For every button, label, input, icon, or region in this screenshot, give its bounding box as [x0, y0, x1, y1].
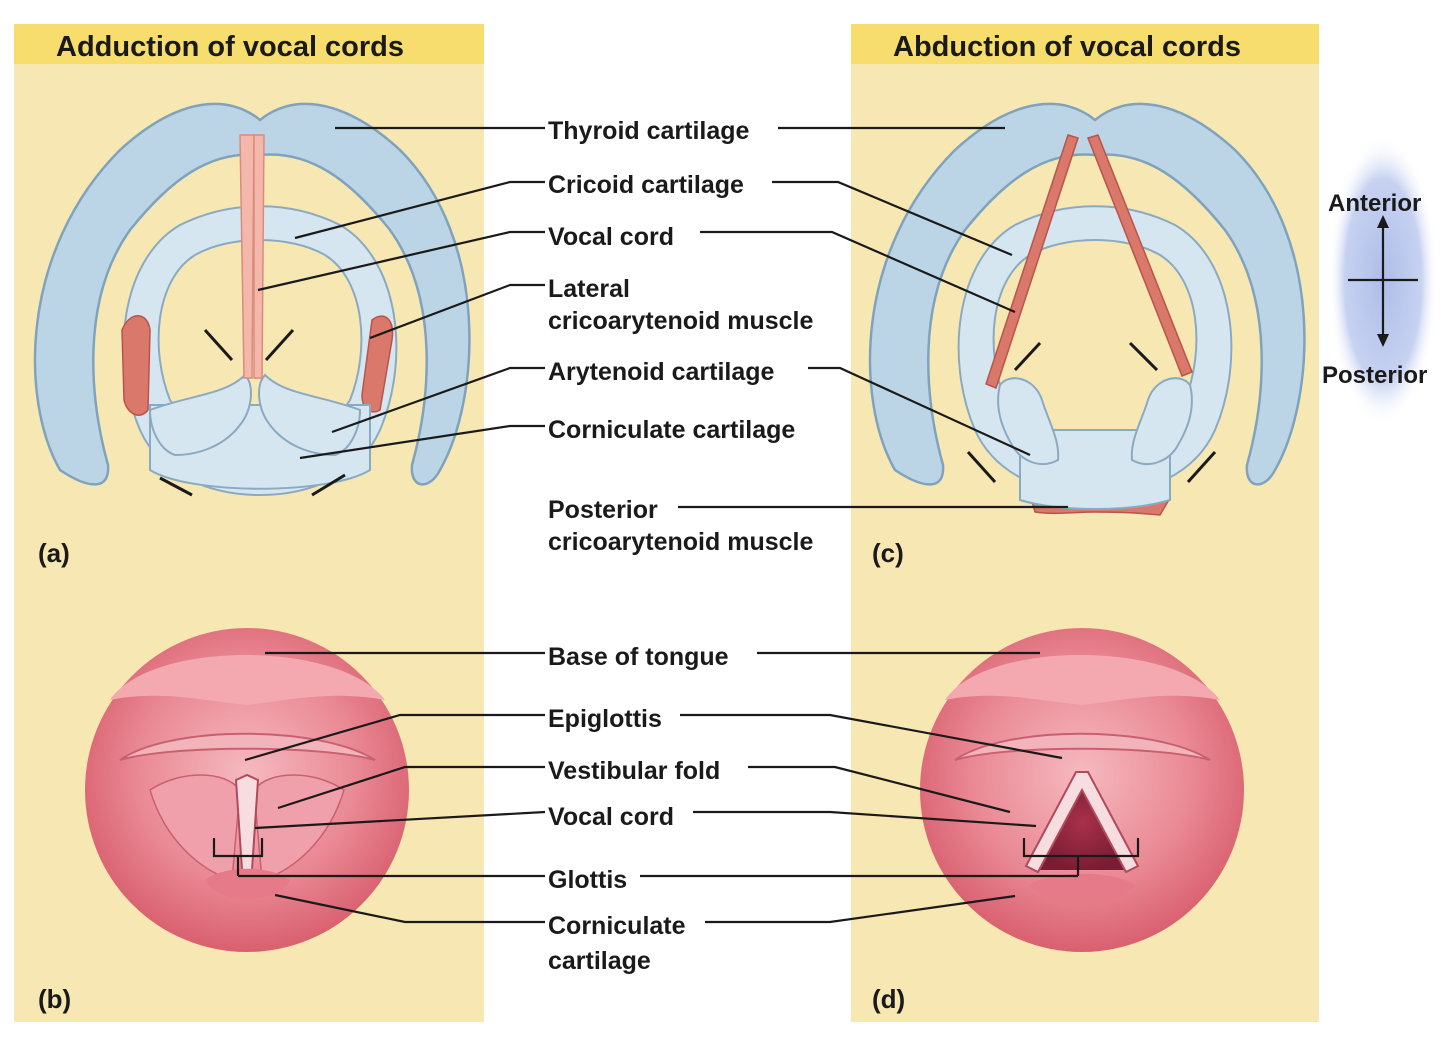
panel-letter-b: (b) — [38, 984, 71, 1014]
arrow-a-2 — [264, 328, 295, 362]
arytenoid-left-c — [997, 377, 1060, 465]
arytenoid-right-a — [258, 373, 362, 457]
right-panel-title: Abduction of vocal cords — [893, 31, 1241, 63]
leader-cricoid-right — [772, 180, 1013, 257]
leader-vocalcord-right — [700, 230, 1016, 314]
glottis-opening-d — [1035, 775, 1130, 870]
vocal-cord-c-left — [985, 134, 1079, 389]
leader-epiglottis-left — [244, 713, 545, 762]
arrow-a-1 — [203, 328, 234, 362]
leader-lines-bottom — [238, 651, 1078, 924]
abduction-cartilage-illustration — [868, 102, 1306, 516]
leader-corniculate-b-left — [274, 893, 545, 924]
panel-letter-a: (a) — [38, 538, 70, 568]
leader-lines-top — [257, 126, 1068, 509]
tongue-base-d — [945, 655, 1220, 705]
left-panel-title: Adduction of vocal cords — [56, 31, 404, 63]
orientation-arrow-down — [1377, 334, 1389, 347]
leader-cricoid-left — [294, 180, 545, 240]
leader-vestibular-right — [748, 765, 1011, 814]
leader-vocalcord-b-left — [254, 810, 546, 830]
adduction-endoscopic-illustration — [85, 628, 409, 952]
orientation-anterior: Anterior — [1328, 190, 1421, 217]
arrow-c-2 — [1128, 341, 1159, 372]
left-title-band — [14, 24, 484, 64]
label-thyroid-cartilage: Thyroid cartilage — [548, 117, 750, 145]
leader-vocalcord-left — [257, 230, 545, 292]
lateral-cricoarytenoid-right — [361, 315, 394, 413]
thyroid-cartilage-a — [33, 102, 471, 486]
leader-corniculate-top — [299, 424, 545, 460]
label-vocal-cord-top: Vocal cord — [548, 223, 674, 251]
arytenoid-left-a — [148, 373, 252, 457]
leader-epiglottis-right — [680, 713, 1063, 760]
leader-vocalcord-b-right — [693, 810, 1037, 828]
label-glottis: Glottis — [548, 866, 627, 894]
label-vocal-cord-bottom: Vocal cord — [548, 803, 674, 831]
arrow-c-1 — [1013, 341, 1042, 372]
arytenoid-right-c — [1130, 377, 1193, 465]
leader-arytenoid-right — [808, 366, 1031, 457]
panel-letter-d: (d) — [872, 984, 905, 1014]
arrow-c-3 — [966, 450, 997, 484]
adduction-cartilage-illustration — [33, 102, 471, 497]
label-base-of-tongue: Base of tongue — [548, 643, 729, 671]
label-lateral-1: Lateral — [548, 275, 630, 303]
label-posterior-2: cricoarytenoid muscle — [548, 528, 813, 556]
label-lateral-2: cricoarytenoid muscle — [548, 307, 813, 335]
leader-lateral — [369, 283, 545, 340]
label-corniculate-top: Corniculate cartilage — [548, 416, 795, 444]
orientation-arrow-up — [1377, 215, 1389, 228]
vocal-cord-c-right — [1087, 134, 1193, 377]
label-corniculate-b-1: Corniculate — [548, 912, 686, 940]
leader-corniculate-b-right — [705, 894, 1016, 924]
thyroid-cartilage-c — [868, 102, 1306, 486]
vocal-cords-d — [1024, 771, 1140, 874]
orientation-posterior: Posterior — [1322, 362, 1427, 389]
abduction-endoscopic-illustration — [920, 628, 1244, 952]
tongue-base-b — [110, 655, 385, 705]
label-arytenoid-cartilage: Arytenoid cartilage — [548, 358, 775, 386]
arrow-a-4 — [311, 473, 346, 497]
corniculate-d — [1030, 873, 1135, 904]
labels: Thyroid cartilage Cricoid cartilage Voca… — [548, 117, 813, 975]
panel-letter-c: (c) — [872, 538, 904, 568]
label-cricoid-cartilage: Cricoid cartilage — [548, 171, 744, 199]
lateral-cricoarytenoid-left — [121, 315, 151, 416]
glottis-bracket-b — [212, 838, 264, 876]
arrow-a-3 — [159, 476, 193, 497]
glottis-bracket-d — [1022, 838, 1140, 876]
label-vestibular-fold: Vestibular fold — [548, 757, 720, 785]
arrow-c-4 — [1186, 450, 1217, 484]
orientation-indicator: Anterior Posterior — [1322, 135, 1438, 425]
right-title-band — [851, 24, 1319, 64]
leader-vestibular-left — [277, 765, 545, 810]
label-posterior-1: Posterior — [548, 496, 658, 524]
leader-arytenoid-left — [331, 366, 545, 434]
label-corniculate-b-2: cartilage — [548, 947, 651, 975]
vocal-cord-a-left — [239, 134, 255, 379]
vocal-cord-a-right — [253, 134, 265, 379]
label-epiglottis: Epiglottis — [548, 705, 662, 733]
